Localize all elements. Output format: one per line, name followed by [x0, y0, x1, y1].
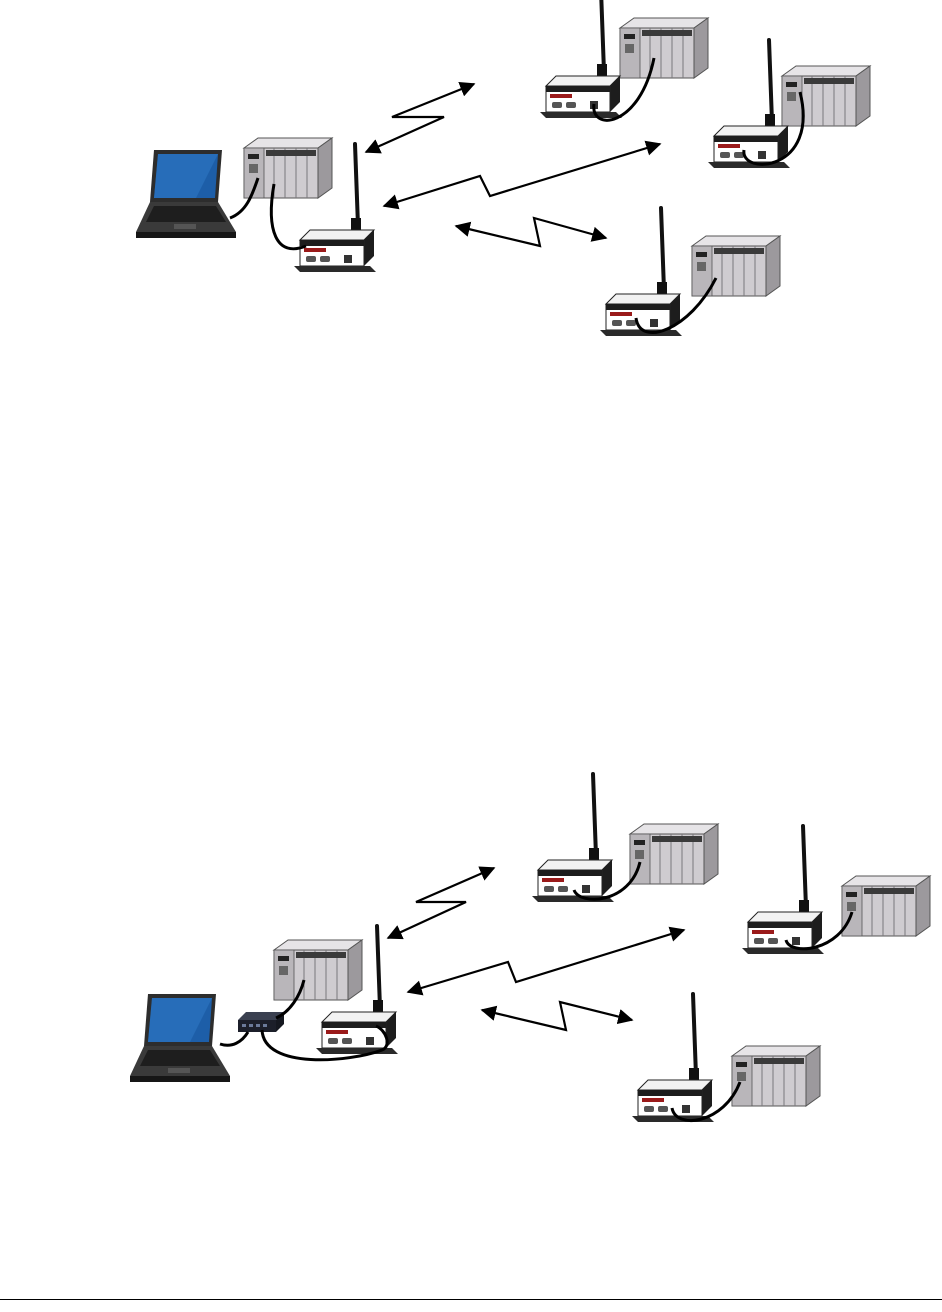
laptop-icon	[130, 994, 230, 1082]
remote-station	[532, 774, 718, 902]
wireless-link-arrow	[366, 84, 474, 152]
plc-icon	[244, 138, 332, 198]
radio-modem-icon	[532, 774, 614, 902]
page-footer-rule	[0, 1299, 942, 1300]
remote-station	[540, 0, 708, 120]
remote-station	[708, 40, 870, 168]
plc-icon	[274, 940, 362, 1000]
wireless-link-arrow	[456, 218, 606, 246]
remote-station	[742, 826, 930, 954]
plc-icon	[630, 824, 718, 884]
radio-modem-icon	[540, 0, 622, 118]
radio-modem-icon	[600, 208, 682, 336]
plc-icon	[732, 1046, 820, 1106]
plc-icon	[782, 66, 870, 126]
wireless-link-arrow	[384, 144, 660, 206]
master-station	[136, 138, 376, 272]
laptop-icon	[136, 150, 236, 238]
remote-station	[600, 208, 780, 336]
diagram-via-switch	[130, 774, 930, 1122]
radio-modem-icon	[632, 994, 714, 1122]
plc-icon	[842, 876, 930, 936]
plc-icon	[620, 18, 708, 78]
cable	[220, 1032, 248, 1045]
radio-modem-icon	[708, 40, 790, 168]
diagram-direct	[136, 0, 870, 336]
wireless-link-arrow	[482, 1002, 632, 1030]
master-station	[130, 926, 398, 1082]
wireless-link-arrow	[408, 930, 684, 992]
remote-station	[632, 994, 820, 1122]
ethernet-switch-icon	[238, 1012, 284, 1032]
wireless-link-arrow	[388, 868, 494, 938]
plc-icon	[692, 236, 780, 296]
radio-modem-icon	[742, 826, 824, 954]
